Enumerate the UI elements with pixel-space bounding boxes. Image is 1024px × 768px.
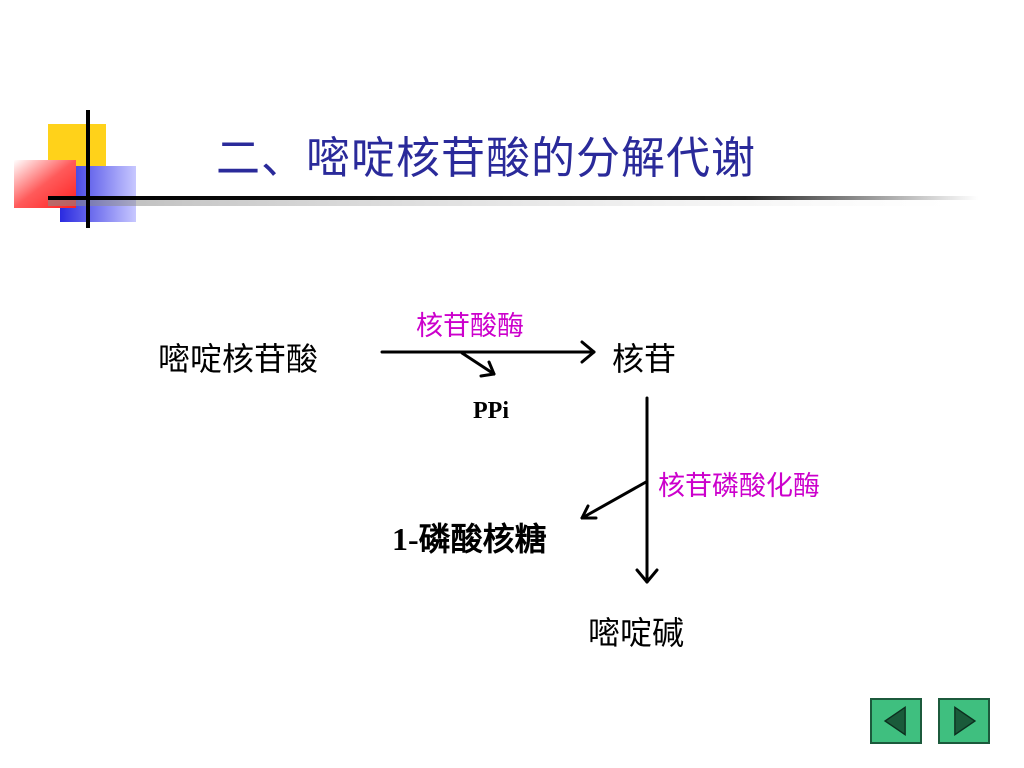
triangle-right-icon: [954, 706, 977, 736]
enzyme-nucleoside-phosphorylase: 核苷磷酸化酶: [658, 471, 820, 502]
slide-corner-decoration: [14, 110, 978, 228]
arrow-to-nucleoside: [380, 340, 596, 364]
title-underline: [48, 196, 978, 200]
triangle-left-icon: [883, 706, 906, 736]
arrow-release-ppi: [460, 351, 496, 378]
node-pyrimidine-nucleotide: 嘧啶核苷酸: [158, 340, 319, 378]
vertical-rule: [86, 110, 90, 228]
arrow-to-ribose-1-phosphate: [580, 480, 648, 520]
slide-title: 二、嘧啶核苷酸的分解代谢: [216, 133, 756, 184]
previous-slide-button[interactable]: [870, 698, 922, 744]
node-ribose-1-phosphate: 1-磷酸核糖: [392, 521, 547, 557]
node-pyrimidine-base: 嘧啶碱: [588, 614, 685, 652]
enzyme-nucleotidase: 核苷酸酶: [416, 311, 524, 342]
title-underline-shadow: [48, 196, 948, 206]
next-slide-button[interactable]: [938, 698, 990, 744]
node-nucleoside: 核苷: [612, 340, 677, 378]
node-ppi: PPi: [473, 398, 509, 424]
arrow-to-pyrimidine-base: [635, 396, 659, 584]
